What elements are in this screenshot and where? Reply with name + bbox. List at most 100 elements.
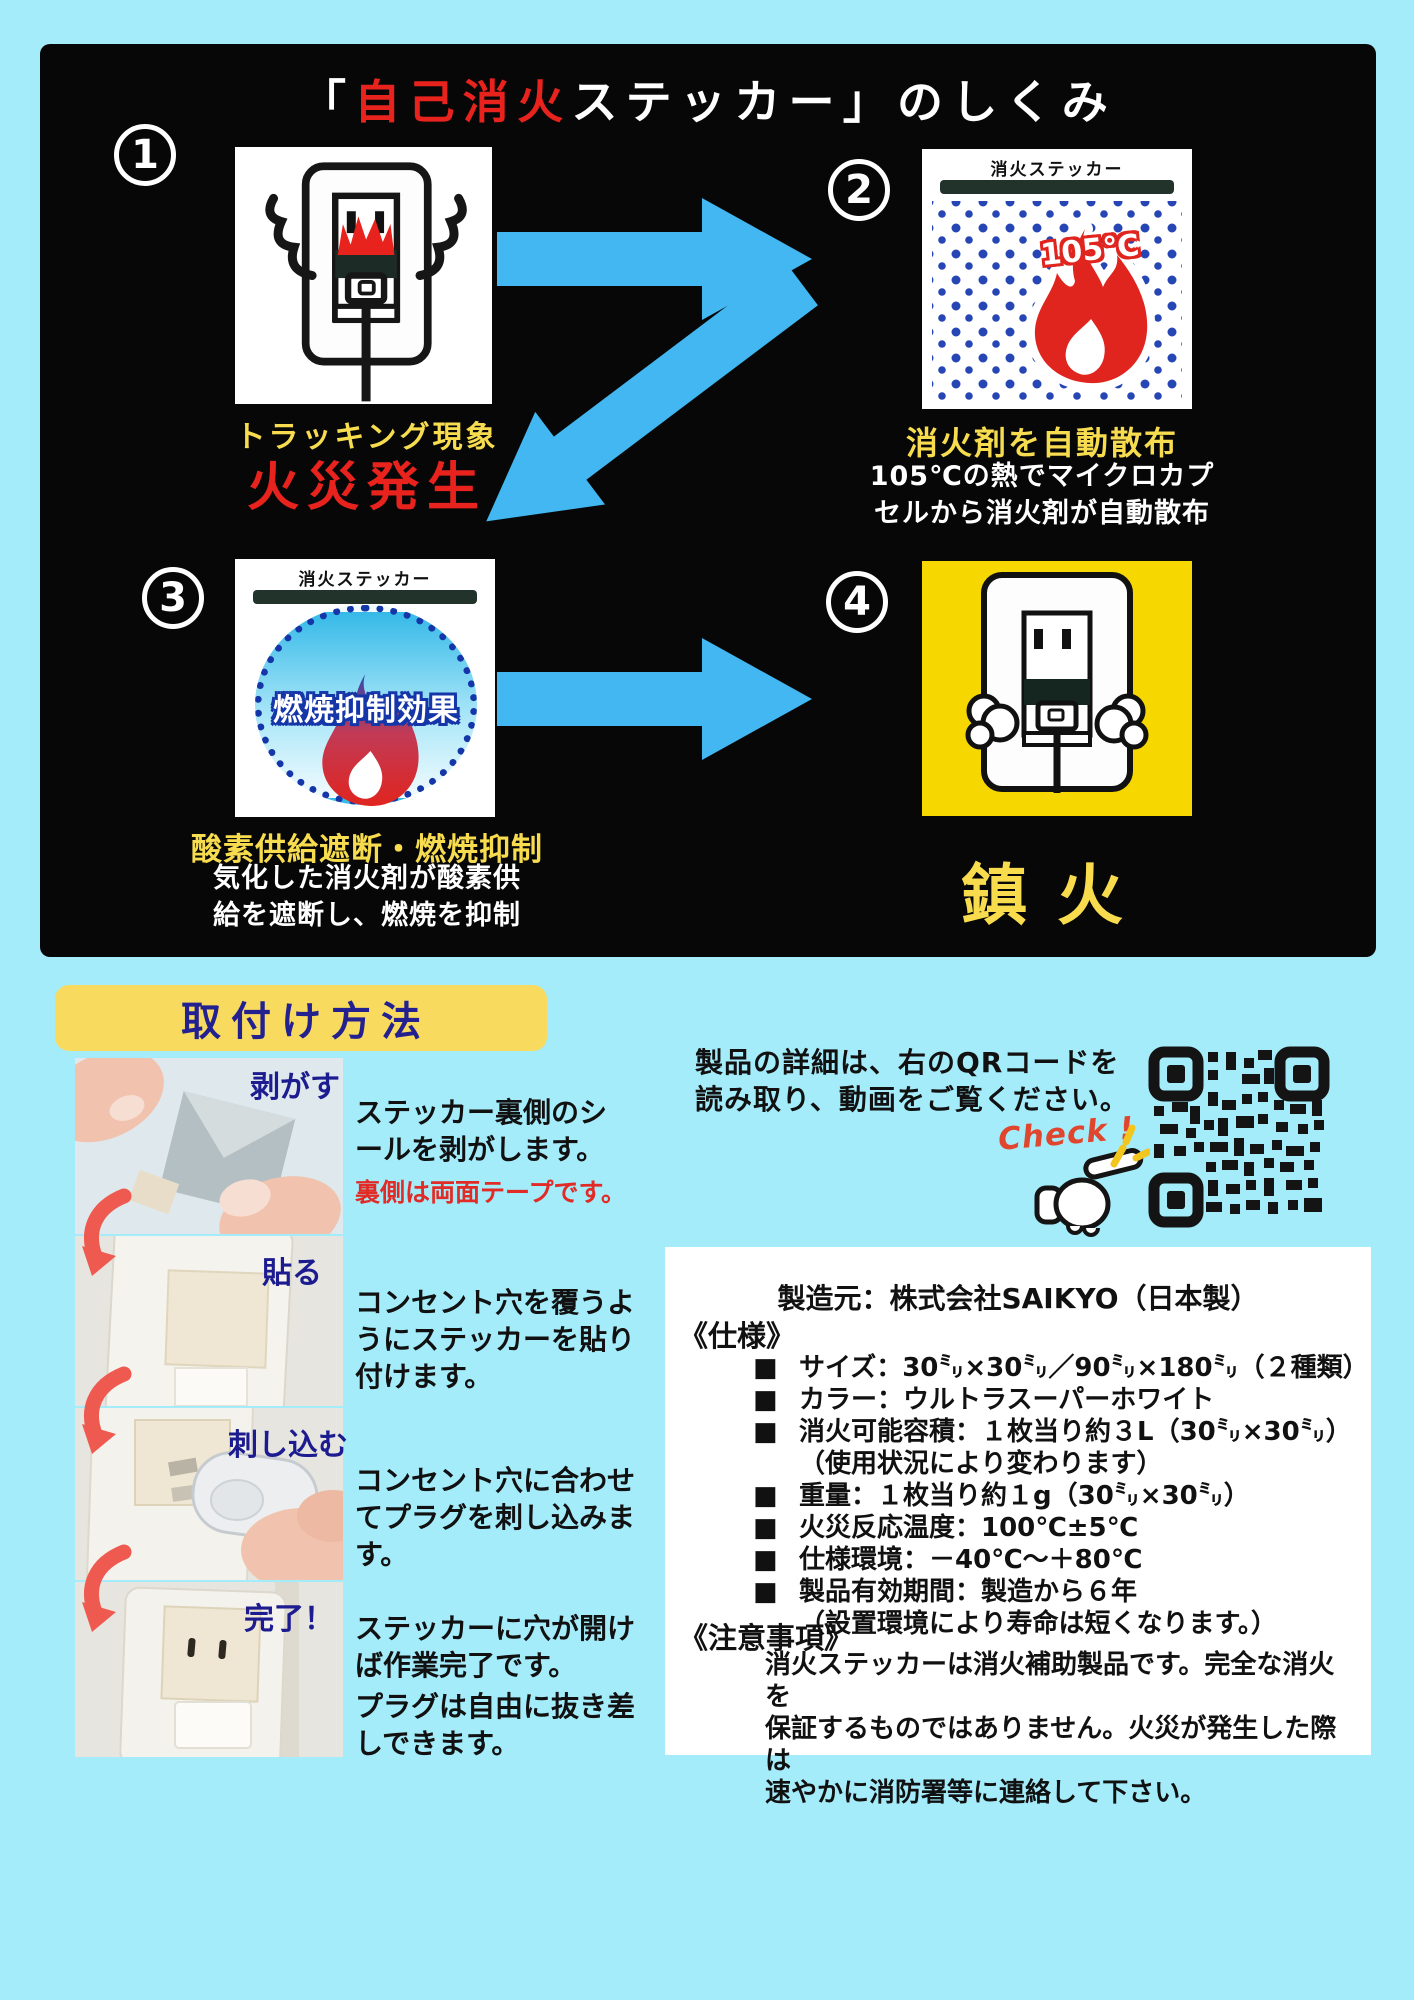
cooling-flame-icon	[322, 673, 419, 806]
page-title: 「自己消火ステッカー」のしくみ	[40, 66, 1376, 132]
plug-description: コンセント穴に合わせ てプラグを刺し込みま す。	[355, 1462, 655, 1573]
stick-photo-image	[75, 1236, 343, 1406]
flow-arrow-right-2-icon	[497, 638, 812, 760]
title-mid: ステッカー	[571, 75, 843, 129]
bullet-icon	[753, 1449, 799, 1479]
done-photo-image	[75, 1582, 343, 1757]
step-arrow-down-3-icon	[82, 1544, 132, 1632]
stick-description: コンセント穴を覆うよ うにステッカーを貼り 付けます。	[355, 1284, 655, 1395]
stick-description-line-1: コンセント穴を覆うよ	[355, 1286, 636, 1319]
mechanism-panel: 「自己消火ステッカー」のしくみ 1 2 3 4	[40, 44, 1376, 957]
step-2-description-line-2: セルから消火剤が自動散布	[874, 498, 1210, 529]
step-arrow-down-1-icon	[82, 1188, 132, 1276]
photo-label-stick: 貼る	[262, 1256, 322, 1291]
spec-heading: 《仕様》	[679, 1319, 796, 1353]
sticker-label: 消火ステッカー	[990, 160, 1124, 180]
qr-code	[1148, 1046, 1330, 1228]
sparkle-icon	[1110, 1124, 1150, 1168]
smoke-puff-right-icon	[1094, 693, 1149, 750]
caution-line-3: 速やかに消防署等に連絡して下さい。	[765, 1778, 1207, 1808]
step-2-caption: 消火剤を自動散布	[905, 424, 1178, 462]
sticker-bar	[253, 590, 477, 604]
step-3-badge: 3	[142, 567, 204, 629]
plug-photo-image	[75, 1408, 343, 1580]
plug-description-line-2: てプラグを刺し込みま	[355, 1501, 636, 1534]
done-extra-line-1: プラグは自由に抜き差	[355, 1690, 636, 1723]
spec-item-weight: ■ 重量：１枚当り約１g（30㍉×30㍉）	[753, 1481, 1365, 1511]
step-2-description: 105℃の熱でマイクロカプ セルから消火剤が自動散布	[762, 458, 1322, 532]
step-4-headline: 鎮火	[961, 857, 1153, 934]
spec-list: ■ サイズ：30㍉×30㍉／90㍉×180㍉（２種類） ■ カラー：ウルトラスーパー…	[753, 1353, 1369, 1639]
stick-description-line-3: 付けます。	[355, 1360, 493, 1393]
bullet-icon: ■	[753, 1353, 778, 1383]
bullet-icon: ■	[753, 1577, 778, 1607]
spec-item-text: （設置環境により寿命は短くなります。）	[799, 1609, 1277, 1639]
step-4-illustration	[922, 561, 1192, 816]
qr-lead-text: 製品の詳細は、右のQRコードを 読み取り、動画をご覧ください。	[695, 1044, 1145, 1118]
spec-item-volume-note: （使用状況により変わります）	[753, 1449, 1365, 1479]
plug-description-line-1: コンセント穴に合わせ	[355, 1464, 636, 1497]
caution-line-2: 保証するものではありません。火災が発生した際は	[765, 1714, 1337, 1776]
bullet-icon: ■	[753, 1417, 778, 1447]
sticker-bar	[940, 180, 1174, 194]
bullet-icon: ■	[753, 1545, 778, 1575]
step-arrow-down-2-icon	[82, 1366, 132, 1454]
done-extra-line-2: しできます。	[355, 1727, 520, 1760]
install-photo-plug	[75, 1408, 343, 1580]
step-1-badge: 1	[114, 124, 176, 186]
plug-description-line-3: す。	[355, 1538, 409, 1571]
spec-item-lifetime: ■ 製品有効期間：製造から６年	[753, 1577, 1365, 1607]
spec-item-text: 仕様環境：－40℃～＋80℃	[799, 1545, 1143, 1575]
maker-line: 製造元：株式会社SAIKYO（日本製）	[777, 1282, 1259, 1315]
spec-item-text: （使用状況により変わります）	[799, 1449, 1163, 1479]
bullet-icon: ■	[753, 1513, 778, 1543]
spec-item-text: 火災反応温度：100℃±5℃	[799, 1513, 1139, 1543]
install-heading: 取付け方法	[55, 985, 547, 1051]
step-3-description: 気化した消火剤が酸素供 給を遮断し、燃焼を抑制	[97, 860, 637, 934]
safe-outlet-icon	[965, 572, 1149, 793]
burning-outlet-icon	[265, 162, 467, 402]
flow-arrow-right-1-icon	[497, 198, 812, 320]
flame-icon	[1026, 221, 1156, 392]
title-tail: 」のしくみ	[842, 75, 1117, 129]
bullet-icon: ■	[753, 1385, 778, 1415]
done-extra: プラグは自由に抜き差 しできます。	[355, 1688, 655, 1762]
done-description: ステッカーに穴が開け ば作業完了です。	[355, 1610, 655, 1684]
spec-item-reaction-temp: ■ 火災反応温度：100℃±5℃	[753, 1513, 1365, 1543]
step-3-description-line-1: 気化した消火剤が酸素供	[213, 863, 521, 894]
title-open: 「	[299, 75, 355, 129]
install-photo-stick	[75, 1236, 343, 1406]
peel-description: ステッカー裏側のシ ールを剥がします。	[355, 1094, 655, 1168]
qr-lead-line-2: 読み取り、動画をご覧ください。	[695, 1083, 1129, 1116]
step-2-badge: 2	[828, 159, 890, 221]
photo-label-done: 完了！	[244, 1602, 334, 1637]
photo-label-peel: 剥がす	[250, 1070, 340, 1105]
spec-item-text: サイズ：30㍉×30㍉／90㍉×180㍉（２種類）	[799, 1353, 1369, 1383]
spec-item-size: ■ サイズ：30㍉×30㍉／90㍉×180㍉（２種類）	[753, 1353, 1369, 1383]
smoke-puff-left-icon	[965, 693, 1020, 750]
qr-lead-line-1: 製品の詳細は、右のQRコードを	[695, 1046, 1120, 1079]
done-description-line-2: ば作業完了です。	[355, 1649, 577, 1682]
spec-item-environment: ■ 仕様環境：－40℃～＋80℃	[753, 1545, 1365, 1575]
spec-item-text: 重量：１枚当り約１g（30㍉×30㍉）	[799, 1481, 1250, 1511]
step-2-description-line-1: 105℃の熱でマイクロカプ	[869, 461, 1215, 492]
step-1-headline: 火災発生	[246, 458, 487, 518]
step-2-illustration: 消火ステッカー 105℃	[922, 149, 1192, 409]
flow-arrow-diagonal-icon	[486, 262, 818, 522]
peel-description-line-1: ステッカー裏側のシ	[355, 1096, 608, 1129]
spec-item-color: ■ カラー：ウルトラスーパーホワイト	[753, 1385, 1365, 1415]
bullet-icon: ■	[753, 1481, 778, 1511]
title-emphasis: 自己消火	[354, 75, 572, 129]
step-3-illustration: 消火ステッカー 燃焼抑制効果	[235, 559, 495, 817]
caution-line-1: 消火ステッカーは消火補助製品です。完全な消火を	[765, 1650, 1335, 1712]
sticker-label: 消火ステッカー	[298, 570, 432, 590]
peel-description-line-2: ールを剥がします。	[355, 1133, 605, 1166]
spec-item-lifetime-note: （設置環境により寿命は短くなります。）	[753, 1609, 1365, 1639]
step-3-description-line-2: 給を遮断し、燃焼を抑制	[213, 900, 521, 931]
smoke-swirl-left-icon	[265, 193, 317, 280]
step-4-badge: 4	[826, 571, 888, 633]
spec-item-text: カラー：ウルトラスーパーホワイト	[799, 1385, 1215, 1415]
step-1-illustration	[235, 147, 492, 404]
spec-item-text: 製品有効期間：製造から６年	[799, 1577, 1138, 1607]
